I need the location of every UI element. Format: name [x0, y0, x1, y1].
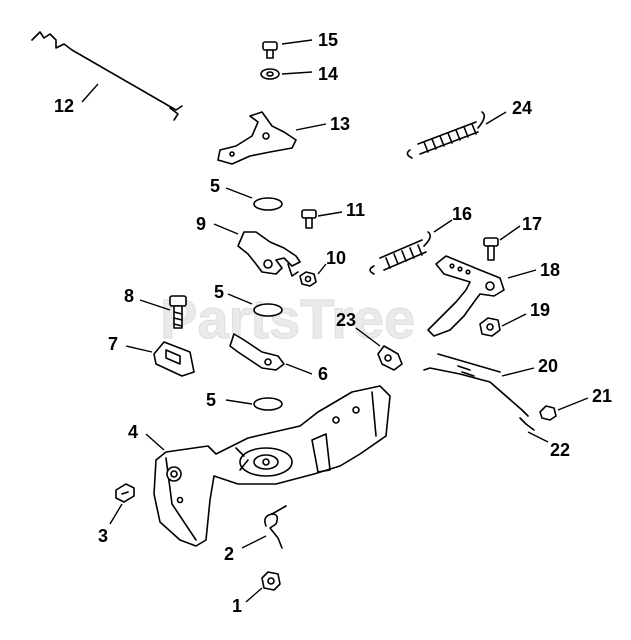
part-2-spring — [264, 505, 287, 549]
callout-22: 22 — [550, 440, 570, 460]
part-5-washer-b — [253, 303, 283, 317]
callout-10: 10 — [326, 248, 346, 268]
callout-3: 3 — [98, 526, 108, 546]
part-20-rod — [423, 353, 529, 417]
part-3-screw — [115, 483, 135, 503]
part-12-link-rod — [31, 31, 183, 121]
part-5-washer-c — [253, 397, 283, 411]
callout-5-c: 5 — [206, 390, 216, 410]
callout-20: 20 — [538, 356, 558, 376]
part-11-screw — [301, 209, 317, 229]
part-14-washer — [260, 68, 280, 80]
part-17-bolt — [483, 237, 499, 261]
callout-21: 21 — [592, 386, 612, 406]
part-5-washer-a — [253, 197, 283, 211]
leader-lines — [81, 39, 589, 603]
callout-5-a: 5 — [210, 176, 220, 196]
callout-5-b: 5 — [214, 282, 224, 302]
callout-4: 4 — [128, 422, 138, 442]
callout-14: 14 — [318, 64, 338, 84]
callout-11: 11 — [346, 200, 365, 220]
callout-15: 15 — [318, 30, 338, 50]
callout-13: 13 — [330, 114, 350, 134]
part-6-lever — [229, 333, 285, 371]
callout-2: 2 — [224, 544, 234, 564]
callout-17: 17 — [522, 214, 542, 234]
callout-8: 8 — [124, 286, 134, 306]
callout-23: 23 — [336, 310, 356, 330]
callout-6: 6 — [318, 364, 328, 384]
callout-19: 19 — [530, 300, 550, 320]
part-24-spring — [406, 111, 486, 159]
part-8-bolt — [169, 295, 187, 329]
part-15-screw — [262, 41, 278, 59]
part-18-control-lever — [427, 255, 505, 337]
part-22-rod-end — [519, 417, 535, 431]
watermark: PartsTree — [160, 287, 415, 350]
part-1-nut — [261, 571, 281, 591]
callout-12-text: 12 — [54, 96, 74, 116]
callout-24: 24 — [512, 98, 532, 118]
part-16-spring — [369, 231, 432, 275]
part-19-nut — [479, 317, 501, 337]
part-4-bracket — [153, 385, 391, 547]
callout-18: 18 — [540, 260, 560, 280]
callout-7: 7 — [108, 334, 118, 354]
callout-9-text: 9 — [196, 214, 206, 234]
part-21-nut — [539, 405, 557, 421]
part-10-nut — [299, 271, 317, 287]
callout-16: 16 — [452, 204, 472, 224]
callout-labels: 15 14 13 12 12 24 5 11 16 17 9 10 18 8 5… — [98, 30, 612, 616]
part-13-lever — [217, 111, 297, 165]
callout-1: 1 — [232, 596, 242, 616]
part-9-lever — [237, 231, 301, 277]
part-23-clip — [377, 345, 403, 371]
part-7-clip — [153, 341, 195, 377]
